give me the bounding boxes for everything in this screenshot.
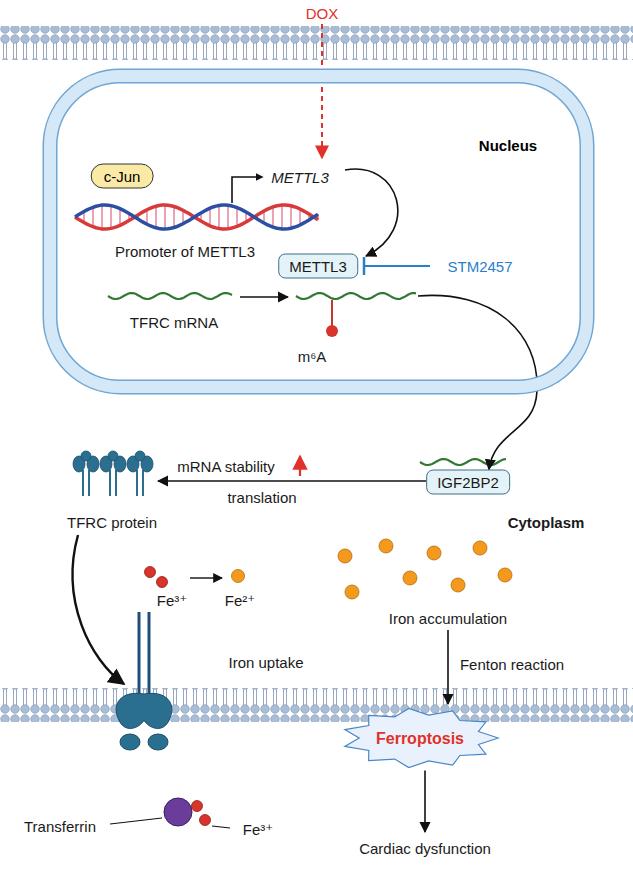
text-label: Fe³⁺ [157, 592, 187, 609]
text-label: translation [227, 489, 296, 506]
promoter-arrow [232, 177, 262, 203]
fe3-dot [157, 577, 168, 588]
dna-helix [75, 205, 318, 229]
text-label: mRNA stability [177, 458, 275, 475]
fe3-dot [200, 815, 211, 826]
text-label: Cytoplasm [508, 514, 585, 531]
text-label: Promoter of METTL3 [115, 243, 255, 260]
text-label: Transferrin [24, 818, 96, 835]
fe3-dot [192, 801, 203, 812]
text-label: DOX [306, 5, 339, 22]
node-text: c-Jun [104, 168, 141, 185]
m6a-mark [326, 325, 338, 337]
export-curve [418, 295, 537, 392]
text-label: TFRC mRNA [130, 314, 218, 331]
tfrc-protein-icons [73, 451, 153, 496]
fe3-dot [145, 567, 156, 578]
expression-arrow [345, 169, 398, 256]
increase-arrow [299, 456, 301, 476]
text-label: m⁶A [298, 348, 327, 365]
text-label: METTL3 [271, 169, 329, 186]
node-text: Nucleus [479, 137, 537, 154]
methylation-arrow [240, 296, 288, 298]
inhibition-bar [363, 257, 366, 275]
text-label: STM2457 [447, 258, 512, 275]
text-label: Fenton reaction [460, 656, 564, 673]
translation-arrow [158, 480, 426, 482]
leader-line [110, 818, 162, 824]
nucleus-region: Nucleusc-JunMETTL3 [42, 68, 595, 395]
dox-arrow [321, 24, 323, 158]
node-text: IGF2BP2 [437, 474, 499, 491]
fenton-arrow [447, 630, 449, 704]
text-label: Fe³⁺ [243, 821, 273, 838]
outcome-arrow [424, 771, 426, 833]
trafficking-arrow [73, 535, 124, 684]
text-label: Iron accumulation [389, 610, 507, 627]
plasma-membrane [0, 688, 633, 722]
protein-box: IGF2BP2 [426, 470, 510, 495]
flow-connector [489, 392, 537, 470]
iron-dots [338, 539, 512, 599]
plasma-membrane [0, 26, 633, 60]
node-text: Ferroptosis [376, 730, 464, 747]
fe2-dot [232, 570, 245, 583]
m6a-stick [331, 300, 333, 326]
text-label: Iron uptake [228, 654, 303, 671]
transferrin-ball [164, 798, 192, 826]
protein-box: METTL3 [278, 254, 358, 279]
starburst-node: Ferroptosis [340, 708, 500, 769]
node-text: METTL3 [289, 258, 347, 275]
membrane-receptor [116, 612, 172, 750]
mrna-strands [108, 293, 506, 465]
text-label: TFRC protein [67, 514, 157, 531]
inhibition-line [364, 265, 430, 267]
reduction-arrow [190, 577, 222, 578]
text-label: Cardiac dysfunction [359, 840, 491, 857]
nuclear-envelope [42, 68, 595, 395]
text-label: Fe²⁺ [225, 592, 255, 609]
leader-line [212, 826, 230, 828]
factor-pill: c-Jun [91, 164, 154, 189]
